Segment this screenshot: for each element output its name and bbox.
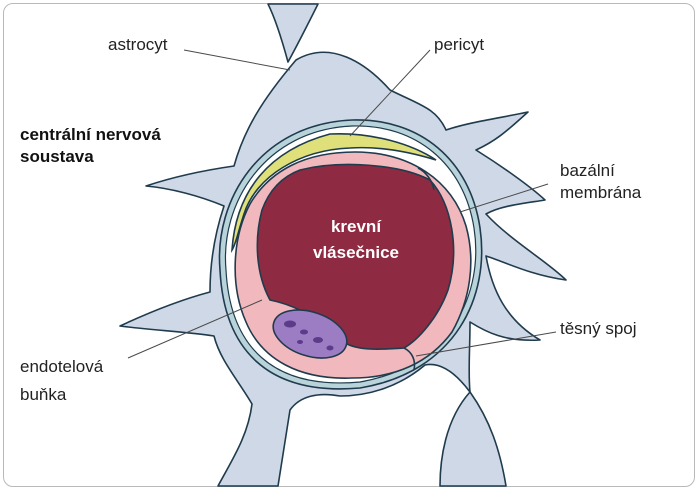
leader-endotelova-bunka: [127, 299, 263, 359]
label-astrocyt: astrocyt: [108, 35, 168, 54]
nucleus-chromatin: [284, 320, 334, 351]
label-endotelova-line2: buňka: [20, 385, 67, 404]
label-vlasecnice-line2: vlásečnice: [313, 243, 399, 262]
label-bazalni-line1: bazální: [560, 161, 615, 180]
label-cns-line1: centrální nervová: [20, 125, 161, 144]
label-vlasecnice-line1: krevní: [331, 217, 382, 236]
label-endotelova-line1: endotelová: [20, 357, 104, 376]
pericyte: [231, 132, 437, 253]
label-bazalni-line2: membrána: [560, 183, 642, 202]
label-pericyt: pericyt: [434, 35, 484, 54]
leader-astrocyt: [183, 49, 291, 71]
leader-pericyt: [349, 49, 431, 137]
tight-junction-bottom: [403, 347, 416, 371]
tight-junction-top: [417, 167, 435, 191]
label-cns-line2: soustava: [20, 147, 94, 166]
label-tesny-spoj: těsný spoj: [560, 319, 637, 338]
leader-bazalni-membrana: [459, 183, 549, 213]
figure-frame: [3, 3, 695, 487]
leader-tesny-spoj: [415, 331, 557, 357]
